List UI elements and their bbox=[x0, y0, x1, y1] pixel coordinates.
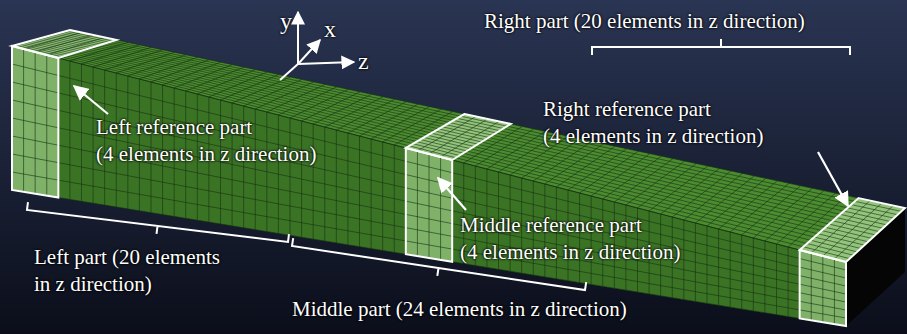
axis-label: z bbox=[358, 46, 369, 77]
part-label: Right part (20 elements in z direction) bbox=[484, 8, 805, 35]
part-label: Middle reference part (4 elements in z d… bbox=[460, 212, 680, 267]
reference-outline bbox=[406, 148, 452, 262]
part-label: Left reference part (4 elements in z dir… bbox=[96, 114, 316, 169]
left-ref-arrow bbox=[74, 86, 108, 114]
reference-region bbox=[800, 198, 905, 262]
pointer-arrows bbox=[74, 86, 848, 210]
axis-tail bbox=[280, 64, 298, 80]
x-axis-arrow bbox=[298, 40, 320, 64]
y-axis-arrow bbox=[297, 12, 299, 64]
reference-outline bbox=[800, 250, 846, 326]
part-label: Right reference part (4 elements in z di… bbox=[543, 96, 763, 151]
right-ref-arrow bbox=[818, 152, 848, 206]
middle-ref-arrow bbox=[438, 178, 466, 210]
reference-outline bbox=[12, 30, 116, 58]
reference-outline bbox=[800, 198, 905, 262]
brackets bbox=[27, 39, 850, 290]
axis-label: x bbox=[324, 14, 336, 45]
mesh-lines bbox=[12, 30, 905, 326]
axis-label: y bbox=[280, 6, 292, 37]
part-label: Middle part (24 elements in z direction) bbox=[292, 296, 627, 323]
span-bracket bbox=[592, 39, 850, 55]
reference-outline bbox=[406, 114, 511, 160]
finite-element-mesh bbox=[12, 30, 905, 326]
z-axis-arrow bbox=[298, 62, 354, 64]
part-label: Left part (20 elements in z direction) bbox=[34, 244, 220, 299]
span-bracket bbox=[27, 202, 289, 242]
reference-outline bbox=[12, 46, 58, 198]
